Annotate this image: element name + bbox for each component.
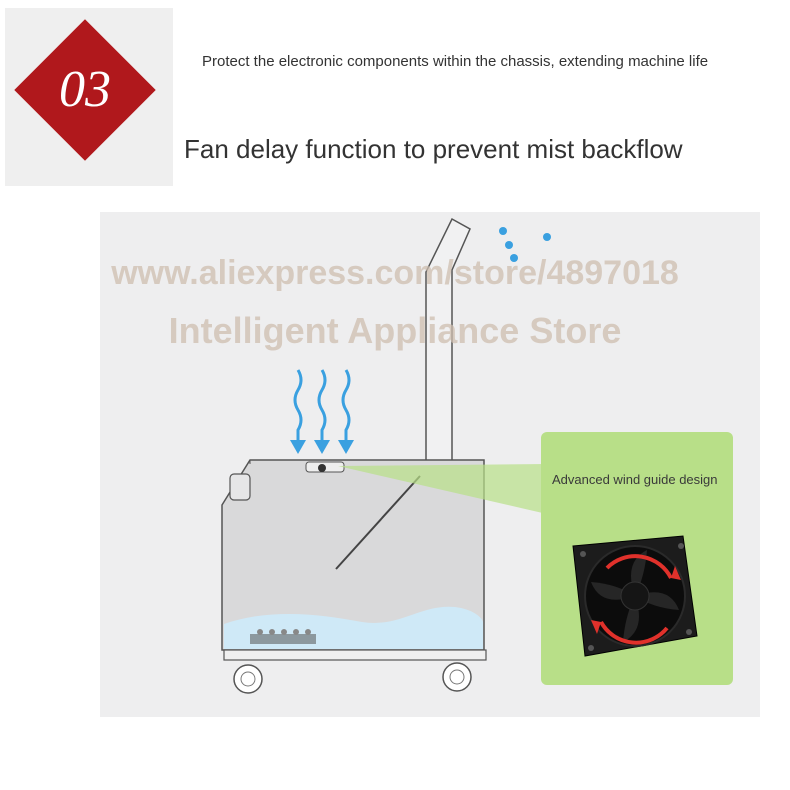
fan-callout-label: Advanced wind guide design [552, 472, 718, 487]
fan-airflow-beam [338, 464, 547, 514]
feature-subtitle: Protect the electronic components within… [202, 53, 709, 70]
humidifier-illustration [221, 217, 551, 694]
fan-rotation-arrows [599, 554, 673, 645]
tank-base-wheels [223, 649, 487, 694]
airflow-down-arrows [290, 369, 354, 454]
watermark-store-url: www.aliexpress.com/store/4897018 [111, 254, 679, 292]
tank-body [221, 459, 485, 651]
mist-dots [499, 227, 551, 262]
cooling-fan-icon [572, 535, 698, 657]
watermark-store-name: Intelligent Appliance Store [168, 310, 622, 351]
step-number: 03 [59, 61, 111, 118]
step-badge: 03 [14, 19, 156, 161]
feature-title: Fan delay function to prevent mist backf… [184, 134, 683, 164]
